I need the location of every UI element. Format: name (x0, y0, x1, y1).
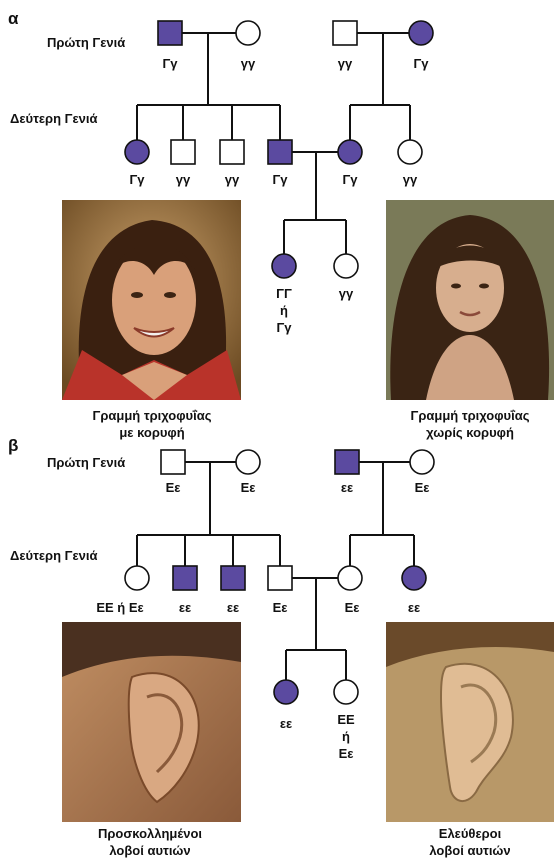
a-gen3-daughter-1 (271, 253, 297, 279)
part-a-gen2-label: Δεύτερη Γενιά (10, 111, 97, 126)
b-gen1-genotype-1: Εε (166, 480, 181, 495)
b-gen2-son-3 (267, 565, 293, 591)
a-photo-left-caption-1: Γραμμή τριχοφυΐας (93, 408, 212, 423)
b-gen3-genotype-2-line1: ΕΕ (337, 712, 355, 727)
a-gen2-son-2 (219, 139, 245, 165)
a-gen2-son-3 (267, 139, 293, 165)
part-b-gen2-label: Δεύτερη Γενιά (10, 548, 97, 563)
b-gen1-genotype-3: εε (341, 480, 353, 495)
photo-woman-straight-hairline (386, 200, 554, 400)
a-photo-right-caption-2: χωρίς κορυφή (426, 425, 514, 440)
a-gen2-genotype-5: Γγ (342, 172, 358, 187)
b-gen2-daughter-1 (124, 565, 150, 591)
a-gen2-daughter-2 (337, 139, 363, 165)
b-gen2-genotype-2: εε (179, 600, 191, 615)
b-photo-left-caption-2: λοβοί αυτιών (109, 843, 190, 858)
a-photo-right-caption-1: Γραμμή τριχοφυΐας (411, 408, 530, 423)
b-gen2-genotype-5: Εε (345, 600, 360, 615)
a-gen2-genotype-1: Γγ (129, 172, 145, 187)
b-photo-right-caption-2: λοβοί αυτιών (429, 843, 510, 858)
b-gen2-daughter-3 (401, 565, 427, 591)
part-a-gen1-label: Πρώτη Γενιά (47, 35, 125, 50)
b-gen1-mother-right (409, 449, 435, 475)
a-gen2-genotype-2: γγ (176, 172, 191, 187)
b-gen1-mother-left (235, 449, 261, 475)
part-b-label: β (8, 436, 18, 455)
a-gen2-genotype-3: γγ (225, 172, 240, 187)
b-gen1-father-right (334, 449, 360, 475)
b-gen3-daughter-1 (273, 679, 299, 705)
a-gen2-son-1 (170, 139, 196, 165)
part-a-label: α (8, 9, 19, 28)
a-gen3-daughter-2 (333, 253, 359, 279)
b-gen2-son-1 (172, 565, 198, 591)
b-gen2-son-2 (220, 565, 246, 591)
b-gen2-genotype-4: Εε (273, 600, 288, 615)
a-gen2-genotype-6: γγ (403, 172, 418, 187)
b-gen3-genotype-2-line3: Εε (339, 746, 354, 761)
b-gen1-genotype-2: Εε (241, 480, 256, 495)
b-gen2-genotype-1: ΕΕ ή Εε (96, 600, 143, 615)
photo-woman-peak-hairline (62, 200, 241, 400)
a-gen3-genotype-1-line2: ή (280, 303, 288, 318)
a-gen3-genotype-2: γγ (339, 286, 354, 301)
a-gen1-genotype-4: Γγ (413, 56, 429, 71)
a-gen1-genotype-3: γγ (338, 56, 353, 71)
a-gen3-genotype-1-line3: Γγ (276, 320, 292, 335)
photo-attached-earlobe (62, 622, 241, 822)
a-gen3-genotype-1-line1: ΓΓ (276, 286, 292, 301)
a-gen2-daughter-1 (124, 139, 150, 165)
b-gen3-daughter-2 (333, 679, 359, 705)
b-gen2-daughter-2 (337, 565, 363, 591)
b-gen1-genotype-4: Εε (415, 480, 430, 495)
a-gen1-genotype-2: γγ (241, 56, 256, 71)
a-photo-left-caption-2: με κορυφή (119, 425, 184, 440)
b-gen2-genotype-3: εε (227, 600, 239, 615)
photo-free-earlobe (386, 622, 554, 822)
a-gen2-genotype-4: Γγ (272, 172, 288, 187)
b-gen3-genotype-1: εε (280, 716, 292, 731)
part-b-gen1-label: Πρώτη Γενιά (47, 455, 125, 470)
a-gen1-father-right (332, 20, 358, 46)
a-gen1-genotype-1: Γγ (162, 56, 178, 71)
b-photo-right-caption-1: Ελεύθεροι (439, 826, 502, 841)
b-photo-left-caption-1: Προσκολλημένοι (98, 826, 202, 841)
a-gen1-mother-left (235, 20, 261, 46)
b-gen2-genotype-6: εε (408, 600, 420, 615)
b-gen1-father-left (160, 449, 186, 475)
a-gen1-father-left (157, 20, 183, 46)
b-gen3-genotype-2-line2: ή (342, 729, 350, 744)
a-gen2-daughter-3 (397, 139, 423, 165)
a-gen1-mother-right (408, 20, 434, 46)
